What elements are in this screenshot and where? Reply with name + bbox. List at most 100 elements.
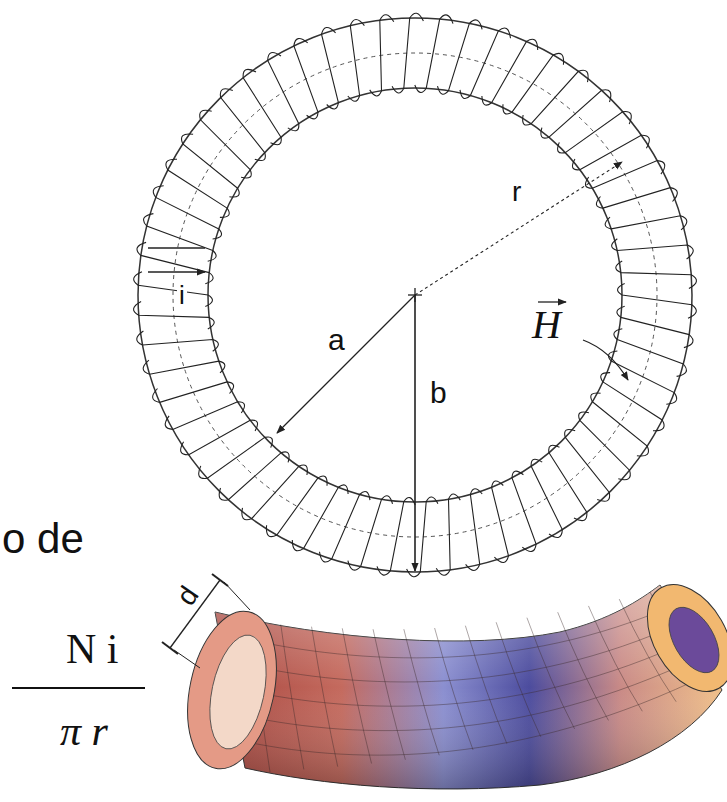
formula-denominator: π r bbox=[60, 710, 108, 752]
torus-end-right-inner bbox=[659, 599, 727, 681]
winding-turn bbox=[579, 412, 631, 480]
winding-turn bbox=[219, 452, 289, 500]
winding-turn bbox=[294, 39, 318, 119]
winding-turn bbox=[512, 471, 536, 551]
formula-numerator: N i bbox=[66, 628, 119, 670]
winding-turn bbox=[392, 13, 423, 93]
winding-turn bbox=[144, 214, 217, 262]
winding-turn bbox=[596, 188, 677, 209]
torus-section bbox=[215, 585, 722, 789]
torus-shade bbox=[215, 585, 722, 789]
winding-turn bbox=[377, 498, 415, 576]
winding-turn bbox=[370, 15, 394, 96]
torus-end-left bbox=[174, 603, 289, 777]
winding-turn bbox=[601, 373, 664, 431]
field-arrow bbox=[583, 340, 628, 380]
field-label: H bbox=[532, 305, 561, 345]
grid-line bbox=[465, 626, 507, 744]
grid-line bbox=[558, 612, 609, 720]
grid-line bbox=[435, 628, 473, 750]
grid-line bbox=[404, 629, 439, 755]
winding-turn bbox=[348, 20, 365, 102]
winding-turn bbox=[153, 186, 221, 239]
torus-end-right bbox=[630, 570, 727, 706]
grid-line bbox=[312, 627, 338, 767]
radius-label: r bbox=[512, 178, 521, 206]
winding-turn bbox=[166, 159, 229, 217]
grid-line bbox=[247, 673, 711, 755]
winding-turn bbox=[242, 465, 308, 520]
radius-b bbox=[414, 295, 416, 571]
radius-label: a bbox=[328, 325, 345, 355]
winding-turn bbox=[523, 70, 589, 125]
grid-line bbox=[243, 622, 684, 682]
current-arrow bbox=[148, 271, 205, 272]
winding-turn bbox=[565, 429, 610, 501]
winding-turn bbox=[134, 301, 215, 329]
radius-r bbox=[415, 162, 622, 295]
winding-turn bbox=[165, 402, 244, 430]
winding-turn bbox=[618, 284, 697, 319]
extension-line bbox=[174, 650, 200, 668]
radius-a bbox=[277, 295, 415, 433]
winding-turn bbox=[466, 489, 483, 571]
winding-turn bbox=[616, 261, 697, 289]
dimension-tick bbox=[162, 642, 178, 654]
current-label: i bbox=[177, 282, 187, 308]
grid-line bbox=[496, 622, 541, 737]
lead-wire bbox=[148, 247, 205, 248]
winding-turn bbox=[585, 161, 664, 189]
fraction-bar bbox=[12, 687, 145, 689]
winding-turn bbox=[436, 494, 460, 575]
winding-turn bbox=[492, 481, 509, 563]
winding-turn bbox=[617, 306, 693, 347]
grid-line bbox=[588, 606, 642, 711]
grid-line bbox=[281, 624, 304, 769]
winding-turn bbox=[181, 420, 258, 455]
dimension-line bbox=[170, 580, 220, 648]
winding-turn bbox=[608, 351, 676, 404]
grid-line bbox=[373, 629, 405, 760]
winding-turn bbox=[322, 27, 339, 109]
winding-turn bbox=[460, 28, 511, 99]
winding-turn bbox=[612, 239, 694, 259]
winding-turn bbox=[541, 90, 611, 138]
winding-turn bbox=[143, 360, 225, 374]
winding-turn bbox=[292, 485, 348, 551]
winding-turn bbox=[266, 476, 327, 537]
winding-turn bbox=[503, 53, 564, 114]
winding-turn bbox=[407, 497, 438, 577]
winding-turn bbox=[268, 53, 299, 131]
winding-turn bbox=[137, 331, 219, 351]
extension-line bbox=[224, 582, 250, 610]
radius-label: b bbox=[430, 378, 447, 408]
grid-line bbox=[244, 639, 693, 706]
winding bbox=[134, 13, 697, 577]
torus-grid bbox=[241, 592, 711, 772]
ring-outer bbox=[138, 18, 692, 572]
winding-turn bbox=[137, 242, 213, 283]
grid-line bbox=[342, 628, 371, 763]
winding-turn bbox=[415, 15, 453, 93]
winding-turn bbox=[591, 393, 649, 456]
center-mark bbox=[414, 288, 415, 302]
winding-turn bbox=[220, 89, 265, 161]
winding-turn bbox=[320, 491, 371, 562]
grid-line bbox=[527, 618, 575, 729]
winding-turn bbox=[181, 134, 239, 197]
winding-turn bbox=[605, 216, 687, 230]
grid-line bbox=[241, 605, 674, 658]
winding-turn bbox=[531, 459, 562, 537]
grid-line bbox=[245, 656, 701, 731]
torus-end-left-inner bbox=[201, 630, 276, 754]
winding-turn bbox=[243, 69, 281, 144]
vector-arrow bbox=[538, 301, 566, 302]
winding-turn bbox=[614, 329, 687, 377]
winding-turn bbox=[482, 39, 538, 105]
winding-turn bbox=[153, 382, 234, 403]
winding-turn bbox=[572, 135, 649, 170]
cut-text: o de bbox=[2, 518, 84, 560]
winding-turn bbox=[134, 272, 213, 307]
winding-turn bbox=[200, 110, 252, 178]
